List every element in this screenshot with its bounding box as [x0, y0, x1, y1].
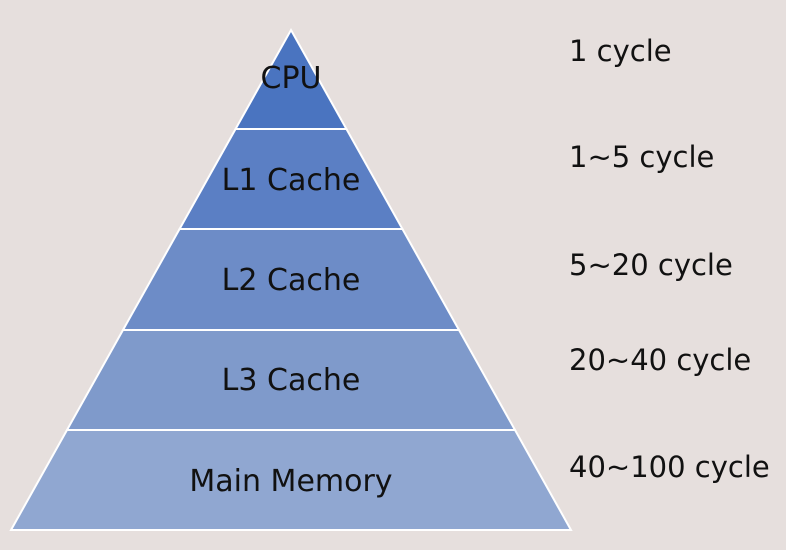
tier-label-cpu: CPU	[261, 61, 322, 96]
tier-main-memory	[9, 429, 573, 531]
tier-label-l3-cache: L3 Cache	[222, 363, 361, 398]
latency-label-l2: 5~20 cycle	[569, 248, 733, 282]
tier-label-l1-cache: L1 Cache	[222, 163, 361, 198]
latency-label-cpu: 1 cycle	[569, 34, 672, 68]
tier-label-l2-cache: L2 Cache	[222, 263, 361, 298]
latency-label-l1: 1~5 cycle	[569, 140, 715, 174]
latency-label-l3: 20~40 cycle	[569, 343, 752, 377]
tier-label-main-memory: Main Memory	[189, 464, 392, 499]
latency-label-main-memory: 40~100 cycle	[569, 450, 770, 484]
